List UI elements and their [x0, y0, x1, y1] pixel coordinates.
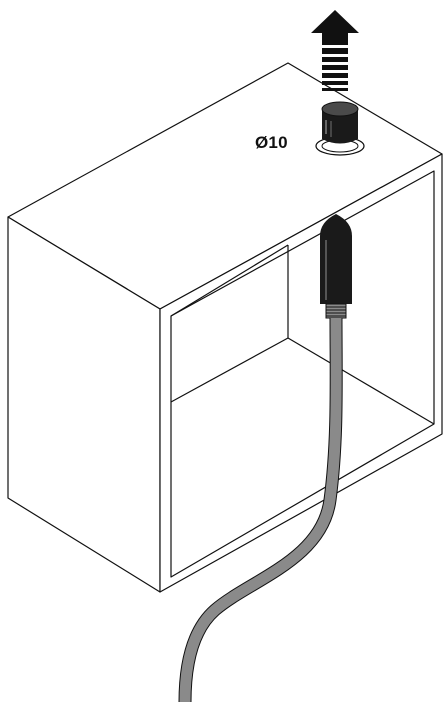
box-outline [7, 62, 443, 593]
grey-cable [178, 317, 343, 702]
grommet-plug [321, 101, 359, 144]
interior-back-bottom [170, 337, 289, 403]
cable-connector [320, 214, 352, 304]
hole-diameter-label: Ø10 [255, 133, 288, 152]
interior-floor-edge [287, 337, 435, 425]
arrow-up-icon [311, 10, 359, 91]
cable-strain-relief [325, 303, 347, 319]
interior-back-top [170, 244, 289, 317]
